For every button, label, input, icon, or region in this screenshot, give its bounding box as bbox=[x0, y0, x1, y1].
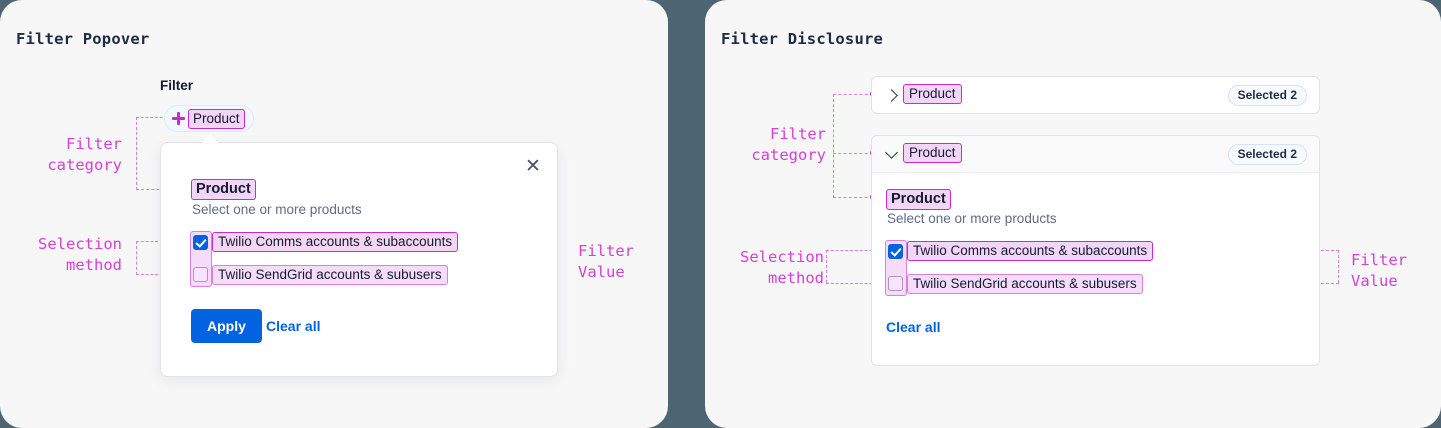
checkbox-option-1[interactable] bbox=[888, 276, 903, 291]
disclosure-collapsed-label: Product bbox=[903, 84, 962, 104]
disclosure-option-label-1[interactable]: Twilio SendGrid accounts & subusers bbox=[907, 274, 1143, 294]
clear-all-link[interactable]: Clear all bbox=[266, 318, 321, 334]
close-icon[interactable]: ✕ bbox=[525, 156, 541, 177]
disclosure-expanded: Product Selected 2 Product Select one or… bbox=[871, 135, 1320, 366]
filter-trigger-label: Product bbox=[188, 108, 245, 129]
disclosure-group-title: Product bbox=[886, 189, 951, 210]
popover-option-label-1[interactable]: Twilio SendGrid accounts & subusers bbox=[212, 265, 448, 285]
annotation-line bbox=[136, 117, 137, 190]
panel-title-popover: Filter Popover bbox=[16, 30, 150, 48]
disclosure-expanded-header[interactable]: Product Selected 2 bbox=[872, 136, 1319, 173]
checkbox-option-0[interactable] bbox=[193, 235, 208, 250]
annotation-line bbox=[136, 117, 172, 118]
popover-caret bbox=[201, 134, 219, 144]
chevron-right-icon bbox=[885, 89, 898, 102]
status-badge-collapsed: Selected 2 bbox=[1227, 85, 1307, 106]
clear-all-link[interactable]: Clear all bbox=[886, 319, 941, 335]
checkbox-option-1[interactable] bbox=[193, 267, 208, 282]
disclosure-option-label-0[interactable]: Twilio Comms accounts & subaccounts bbox=[907, 241, 1154, 261]
popover-group-title: Product bbox=[191, 179, 256, 200]
panel-filter-popover: Filter Popover Filter category Selection… bbox=[0, 0, 668, 428]
annotation-filter-value: Filter Value bbox=[578, 242, 634, 281]
annotation-selection-method: Selection method bbox=[38, 235, 122, 274]
popover-option-label-0[interactable]: Twilio Comms accounts & subaccounts bbox=[212, 232, 459, 252]
status-badge-expanded: Selected 2 bbox=[1227, 144, 1307, 165]
disclosure-group-help: Select one or more products bbox=[887, 211, 1057, 226]
disclosure-expanded-label: Product bbox=[903, 143, 962, 163]
annotation-line bbox=[136, 241, 137, 275]
apply-button[interactable]: Apply bbox=[191, 309, 262, 343]
disclosure-collapsed[interactable]: Product Selected 2 bbox=[871, 76, 1320, 114]
annotation-filter-category: Filter category bbox=[47, 135, 122, 174]
chevron-down-icon bbox=[885, 146, 898, 159]
plus-icon bbox=[171, 111, 186, 126]
filter-field-label: Filter bbox=[160, 78, 194, 93]
panel-title-disclosure: Filter Disclosure bbox=[721, 30, 884, 48]
filter-trigger-pill[interactable]: Product bbox=[164, 105, 254, 132]
popover-group-help: Select one or more products bbox=[192, 202, 362, 217]
checkbox-option-0[interactable] bbox=[888, 244, 903, 259]
